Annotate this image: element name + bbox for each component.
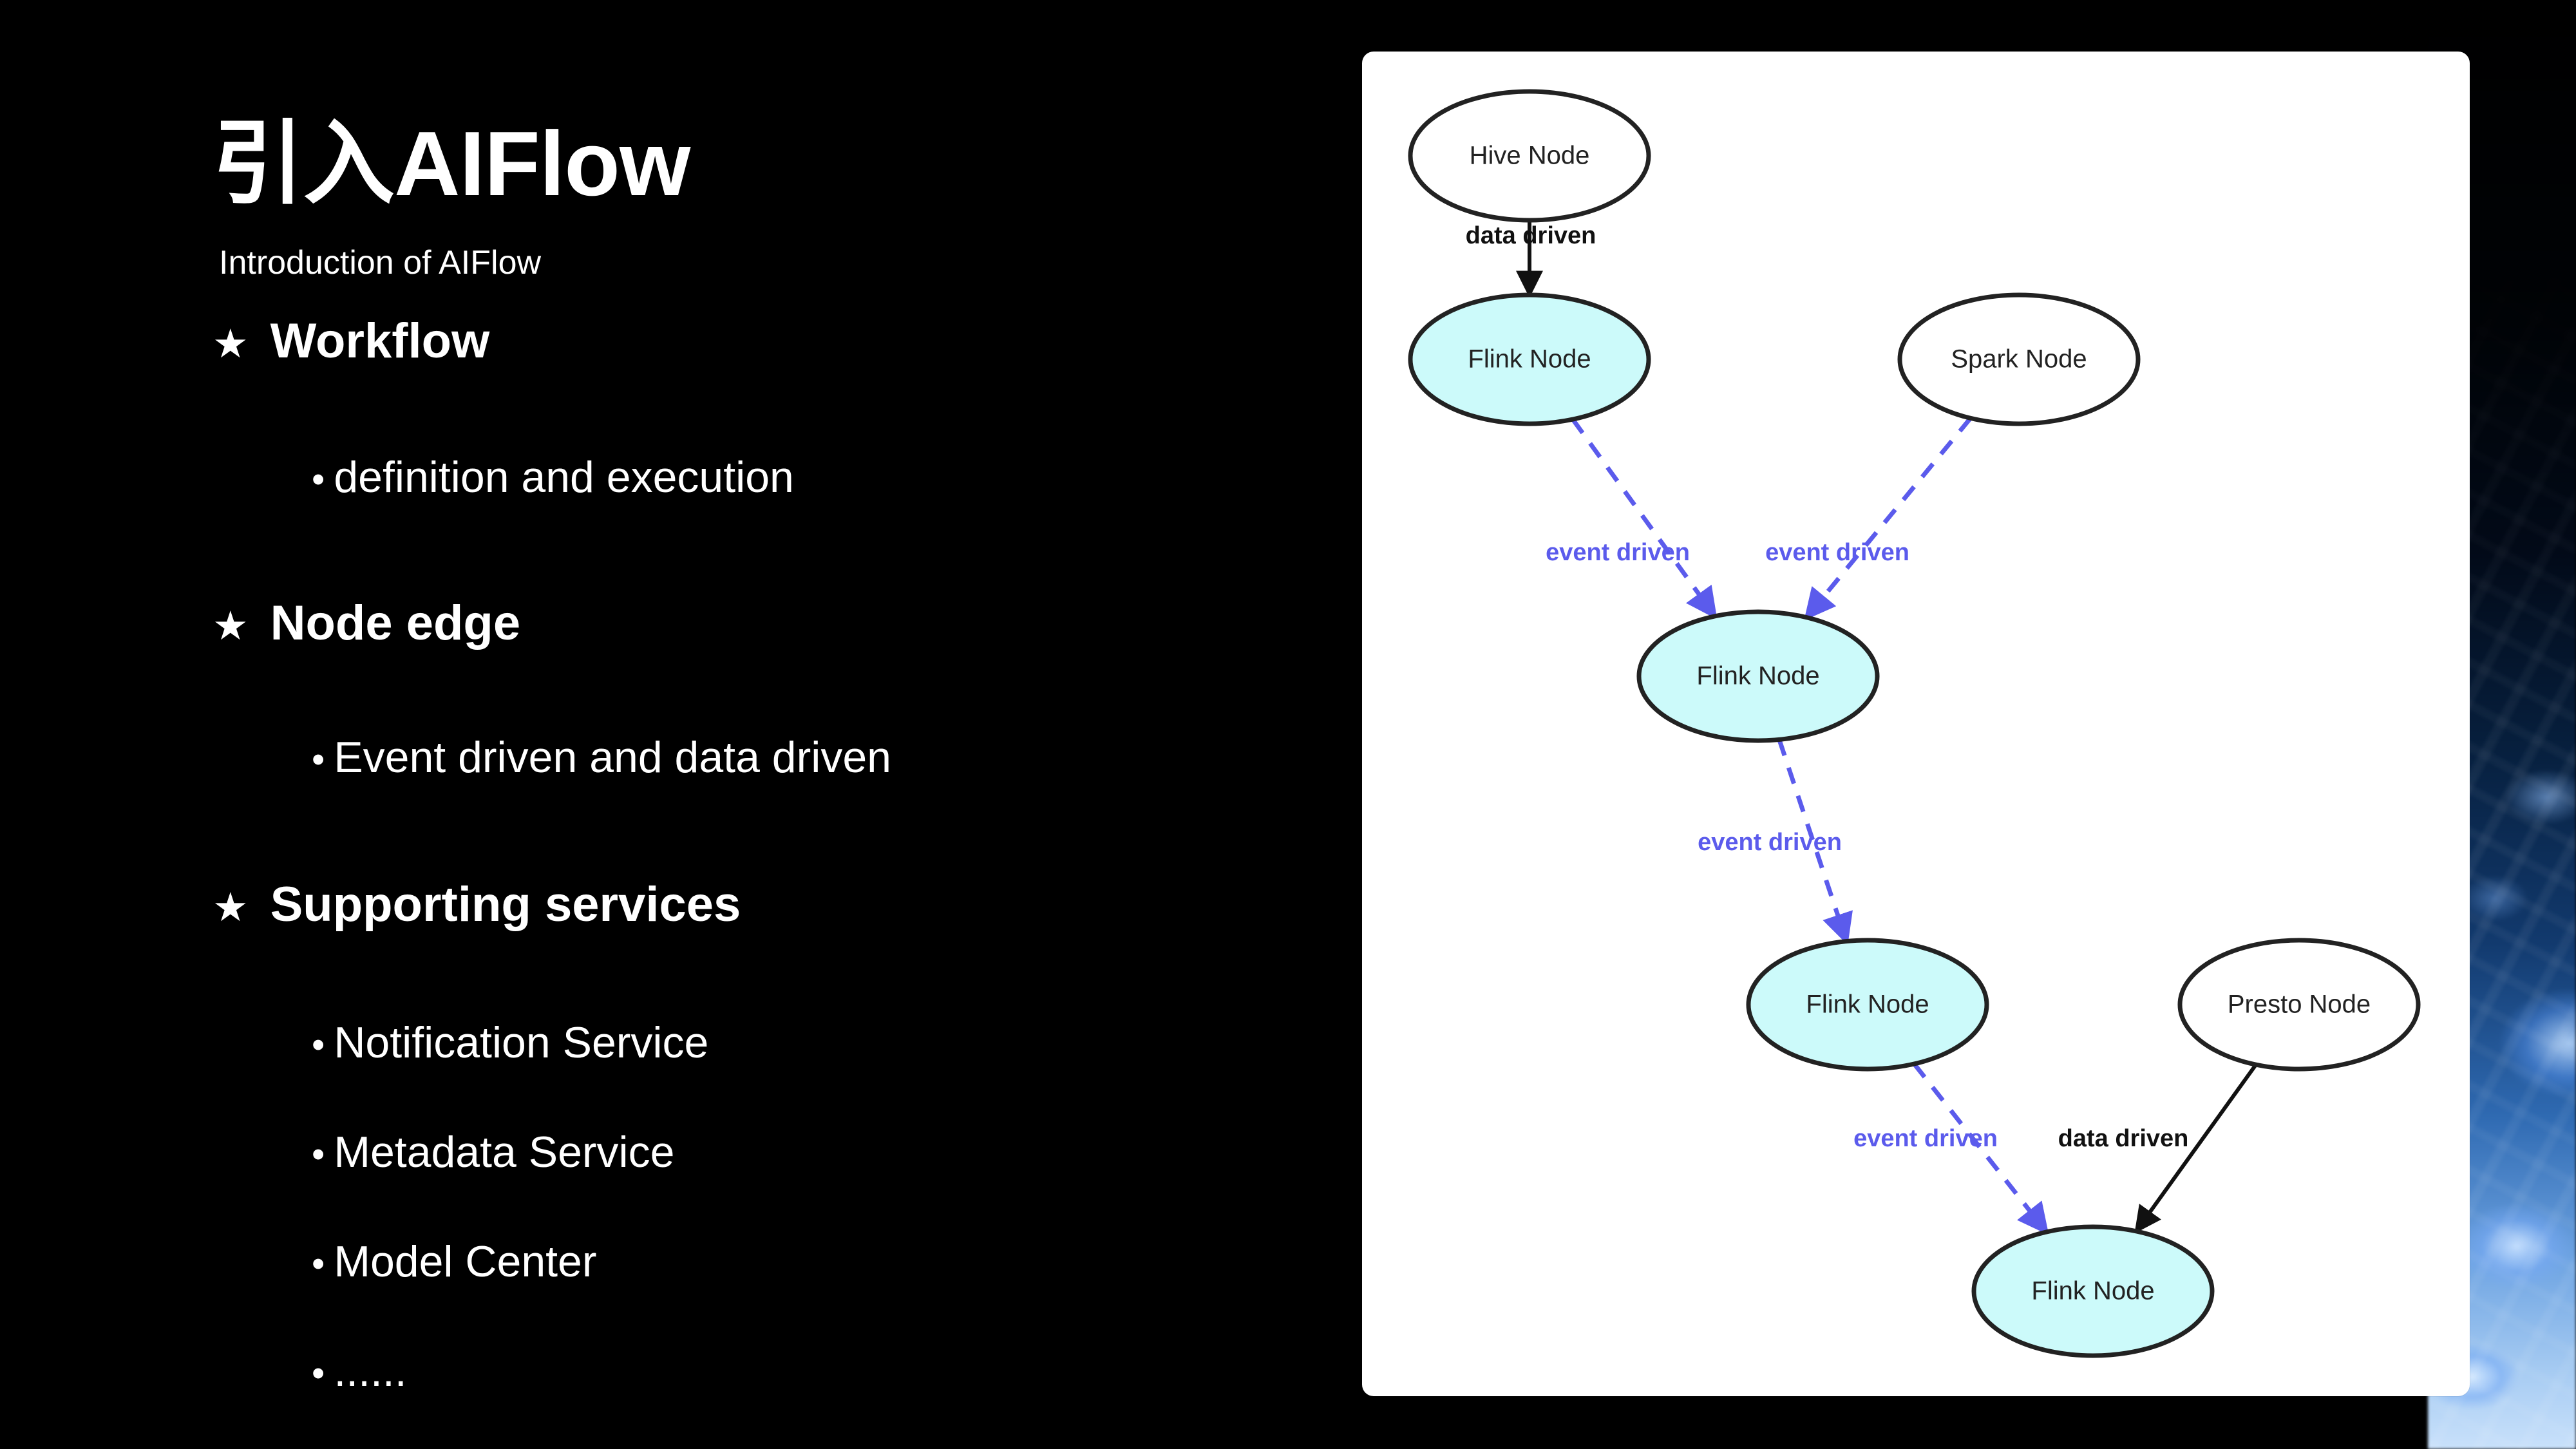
list-item: • Event driven and data driven (312, 735, 891, 779)
node-label: Flink Node (2031, 1277, 2154, 1305)
node-ellipse (1971, 1224, 2215, 1358)
edge-label-event-driven: event driven (1765, 539, 1909, 566)
list-item: • Metadata Service (312, 1130, 674, 1174)
bullet-icon: • (312, 1352, 325, 1394)
node-label: Flink Node (1806, 990, 1929, 1019)
diagram-node-hive[interactable]: Hive Node (1408, 89, 1651, 223)
diagram-edge-flink3-to-flink4 (1912, 1062, 2049, 1235)
node-ellipse (1408, 292, 1651, 426)
list-item-label: definition and execution (334, 453, 794, 502)
list-item: • definition and execution (312, 455, 794, 499)
node-label: Hive Node (1470, 142, 1590, 170)
bullet-icon: • (312, 1243, 325, 1285)
node-label: Spark Node (1951, 345, 2087, 374)
list-item: • Notification Service (312, 1021, 708, 1065)
diagram-node-presto[interactable]: Presto Node (2177, 938, 2421, 1072)
star-icon: ★ (213, 604, 249, 649)
node-label: Presto Node (2228, 990, 2371, 1019)
node-label: Flink Node (1468, 345, 1591, 374)
node-ellipse (2177, 938, 2421, 1072)
list-item: • Model Center (312, 1240, 597, 1283)
diagram-node-flink1[interactable]: Flink Node (1408, 292, 1651, 426)
diagram-edge-flink1-to-flink2 (1571, 418, 1718, 620)
edge-label-event-driven: event driven (1853, 1125, 1998, 1152)
node-ellipse (1897, 292, 2141, 426)
edge-label-data-driven: data driven (1466, 222, 1596, 249)
star-icon: ★ (213, 322, 249, 366)
section-heading-label: Supporting services (270, 877, 741, 932)
edge-label-data-driven: data driven (2058, 1125, 2189, 1152)
diagram-edge-flink2-to-flink3 (1777, 739, 1853, 945)
diagram-node-spark[interactable]: Spark Node (1897, 292, 2141, 426)
page-subtitle: Introduction of AIFlow (219, 244, 542, 281)
list-item-label: ...... (334, 1347, 407, 1396)
section-heading-supporting-services: ★ Supporting services (213, 880, 741, 929)
list-item-label: Model Center (334, 1237, 597, 1286)
diagram-edge-spark-to-flink2 (1804, 417, 1973, 621)
node-ellipse (1408, 89, 1651, 223)
section-heading-label: Workflow (270, 314, 490, 368)
bullet-icon: • (312, 739, 325, 781)
node-ellipse (1746, 938, 1989, 1072)
list-item-label: Event driven and data driven (334, 733, 891, 782)
bullet-icon: • (312, 459, 325, 500)
diagram-edge-labels-layer: data driven event driven event driven event… (1466, 222, 2189, 1152)
section-heading-node-edge: ★ Node edge (213, 599, 520, 648)
bullet-icon: • (312, 1133, 325, 1175)
node-label: Flink Node (1696, 662, 1819, 690)
list-item: • ...... (312, 1349, 407, 1393)
edge-label-event-driven: event driven (1546, 539, 1690, 566)
page-title: 引入AIFlow (213, 113, 690, 215)
node-ellipse (1636, 609, 1880, 743)
list-item-label: Metadata Service (334, 1128, 675, 1177)
diagram-node-flink4[interactable]: Flink Node (1971, 1224, 2215, 1358)
diagram-edges-layer (1516, 220, 2258, 1235)
left-text-column: 引入AIFlow Introduction of AIFlow ★ Workfl… (213, 113, 891, 1393)
star-icon: ★ (213, 886, 249, 930)
section-heading-workflow: ★ Workflow (213, 317, 489, 366)
list-item-label: Notification Service (334, 1018, 709, 1067)
edge-label-event-driven: event driven (1698, 829, 1842, 856)
diagram-edge-presto-to-flink4 (2134, 1063, 2258, 1234)
diagram-node-flink2[interactable]: Flink Node (1636, 609, 1880, 743)
diagram-node-flink3[interactable]: Flink Node (1746, 938, 1989, 1072)
bullet-icon: • (312, 1024, 325, 1066)
section-heading-label: Node edge (270, 596, 521, 650)
